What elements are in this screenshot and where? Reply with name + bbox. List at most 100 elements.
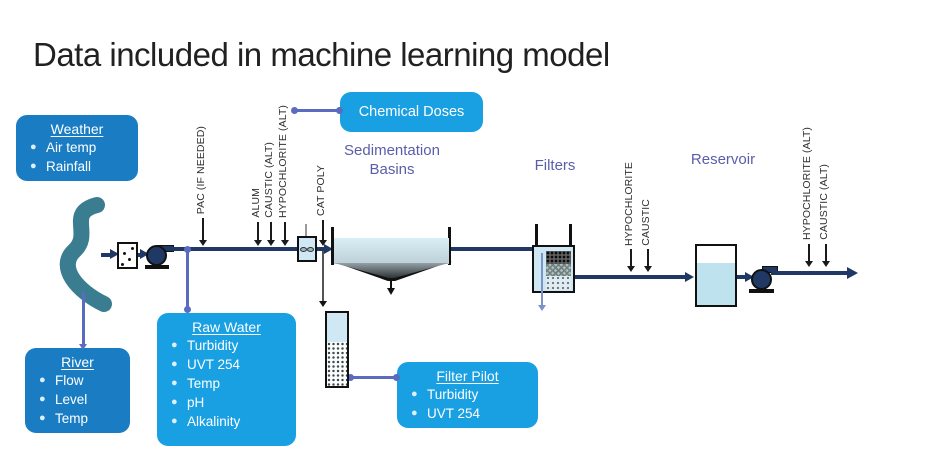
cat-poly-feed-arrow [319,301,327,307]
pipe-arrowhead [685,271,694,282]
pipe-arrowhead [110,249,119,259]
bullet-icon: ● [171,377,178,389]
weather-infobox: Weather ●Air temp ●Rainfall [16,115,138,181]
pump-icon [146,245,167,266]
page-title: Data included in machine learning model [33,36,610,73]
reservoir-tank [695,244,737,307]
pipe-segment [737,275,746,279]
filter-waste-arrow [538,305,546,311]
sedimentation-basin-hopper [334,263,449,278]
intake-screen-icon [117,242,138,269]
pipe-segment [575,275,686,279]
raw-water-item: ●Temp [171,376,221,391]
bullet-icon: ● [171,396,178,408]
chem-injection-arrow-hypochlorite [626,249,635,272]
raw-water-item: ●UVT 254 [171,357,241,372]
filter-media-anthracite [546,251,571,264]
river-infobox: River ●Flow ●Level ●Temp [25,348,130,433]
bullet-icon: ● [411,388,418,400]
chem-injection-arrow-caustic [643,249,652,272]
raw-water-item: ●pH [171,395,205,410]
connector-dot [336,107,343,114]
connector-line-raw-water [186,250,189,310]
pump-icon [751,269,772,290]
chem-label-cat-poly: CAT POLY [315,165,327,216]
connector-dot [347,374,354,381]
basin-wall [331,227,334,265]
chem-label-hypochlorite-alt-final: HYPOCHLORITE (ALT) [801,126,813,240]
bullet-icon: ● [39,374,46,386]
chemical-doses-heading: Chemical Doses [358,104,465,120]
filter-pilot-item: ●UVT 254 [411,406,481,421]
filter-media-gravel [546,276,571,290]
pipe-arrowhead [745,271,754,282]
chem-injection-arrow-alum [253,222,262,246]
chem-injection-arrow-pac [198,218,207,246]
bullet-icon: ● [30,160,37,172]
chem-label-hypochlorite-alt: HYPOCHLORITE (ALT) [277,104,289,218]
chem-injection-arrow-hypochlorite-alt [280,222,289,246]
final-effluent-arrowhead [847,266,858,279]
bullet-icon: ● [171,358,178,370]
river-item: ●Temp [39,411,89,426]
connector-arrowhead [79,344,87,350]
raw-water-item: ●Alkalinity [171,414,241,429]
sedimentation-basin [334,238,449,264]
bullet-icon: ● [411,407,418,419]
filter-pilot-media [327,342,347,386]
mixer-icon [297,236,317,262]
connector-dot [291,107,298,114]
chem-label-caustic: CAUSTIC [640,199,652,246]
chem-label-hypochlorite: HYPOCHLORITE [623,161,635,246]
chem-injection-arrow-cat-poly [318,220,327,246]
basin-underflow-line [390,280,392,288]
reservoir-water [697,263,735,305]
bullet-icon: ● [171,415,178,427]
raw-water-item: ●Turbidity [171,338,239,353]
river-heading: River [61,354,94,370]
filter-waste-line [541,253,543,305]
connector-line-river [82,292,85,345]
bullet-icon: ● [30,141,37,153]
connector-dot [184,306,191,313]
chem-label-caustic-alt-final: CAUSTIC (ALT) [818,164,830,240]
filter-media-sand [546,264,571,276]
weather-item: ●Rainfall [30,159,92,174]
chem-injection-arrow-caustic-alt-final [821,244,830,267]
pipe-segment [166,247,297,251]
cat-poly-feed-line [322,251,324,301]
basin-underflow-arrow [386,288,395,295]
chem-label-alum: ALUM [250,188,262,218]
filter-pilot-column [325,311,349,388]
weather-item: ●Air temp [30,140,97,155]
pipe-arrowhead [324,243,333,254]
connector-dot [184,246,191,253]
connector-dot [393,374,400,381]
basin-wall [448,227,451,265]
river-item: ●Flow [39,373,84,388]
bullet-icon: ● [39,393,46,405]
pipe-arrowhead [140,249,149,259]
pipe-segment [451,247,535,251]
stage-label-reservoir: Reservoir [690,151,756,168]
pipe-segment [317,247,327,251]
connector-line-chemical-doses [294,109,340,112]
filter-pilot-item: ●Turbidity [411,387,479,402]
pipe-segment [101,253,111,257]
river-icon [59,197,112,312]
filter-pilot-heading: Filter Pilot [436,368,499,384]
chem-label-pac: PAC (IF NEEDED) [195,125,207,214]
river-item: ●Level [39,392,88,407]
pump-base [145,265,169,269]
bullet-icon: ● [39,412,46,424]
connector-line-filter-pilot [350,376,398,379]
pipe-segment [771,271,848,275]
weather-heading: Weather [50,121,104,137]
chem-injection-arrow-hypochlorite-alt-final [804,244,813,267]
raw-water-heading: Raw Water [192,319,261,335]
mixer-shaft [305,224,307,238]
pump-base [749,289,774,293]
chemical-doses-infobox: Chemical Doses [340,92,483,132]
bullet-icon: ● [171,339,178,351]
